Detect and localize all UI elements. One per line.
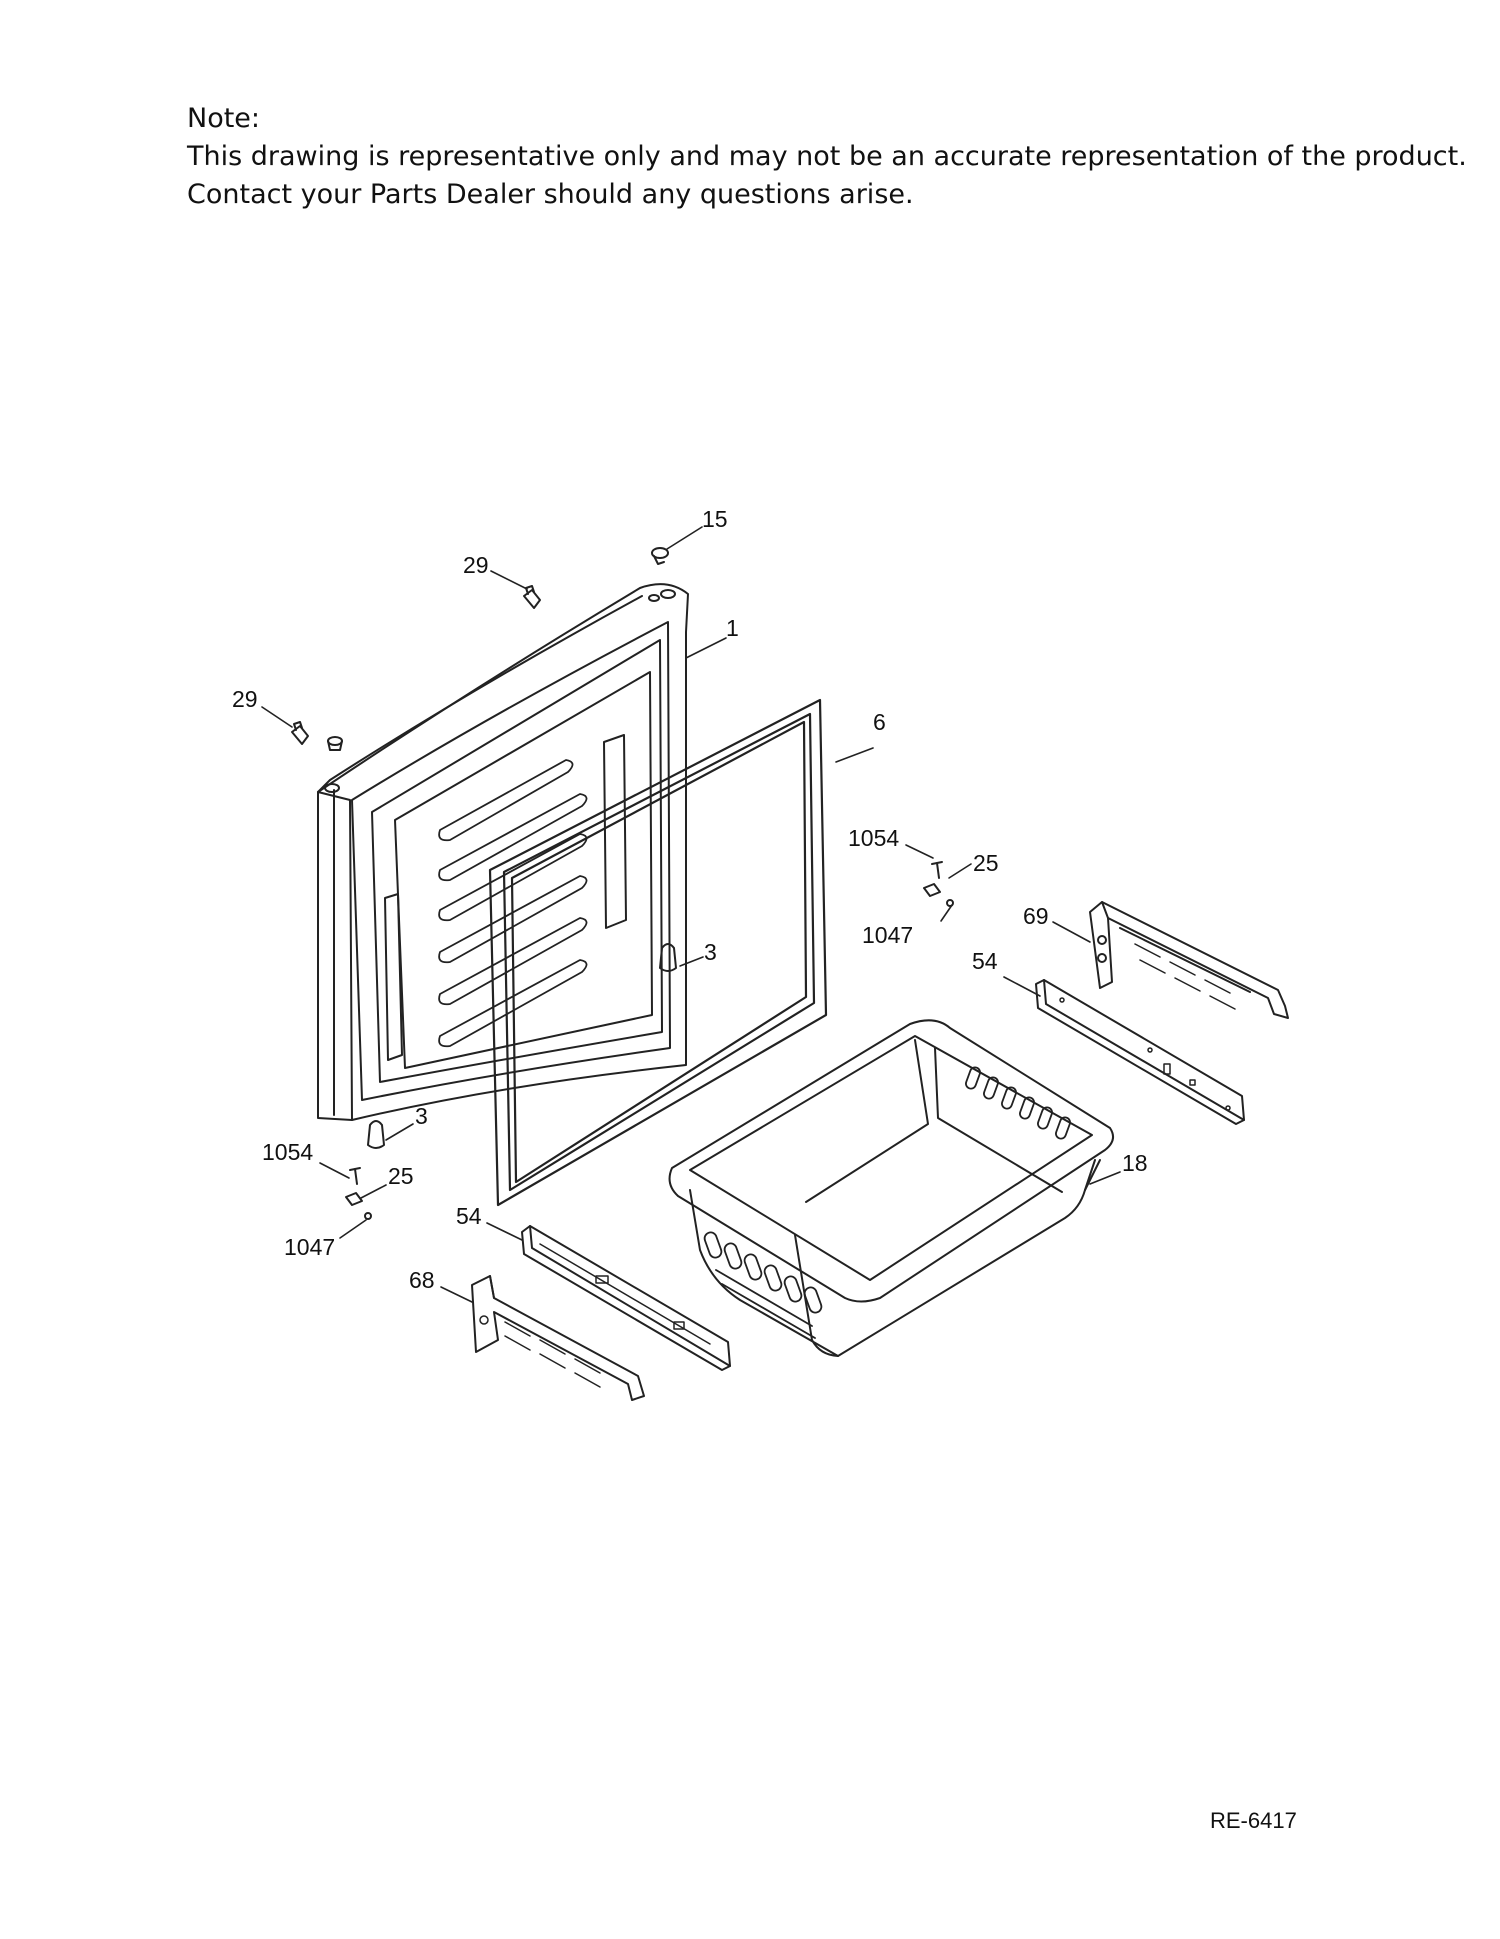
- callout-3-center: 3: [704, 939, 717, 965]
- door-bumper-left-part: [367, 1120, 385, 1149]
- left-bracket-part: [471, 1275, 645, 1401]
- hinge-pin-top-part: [523, 585, 541, 609]
- callout-18: 18: [1122, 1150, 1148, 1176]
- callout-68: 68: [409, 1267, 435, 1293]
- callout-1047-right: 1047: [862, 922, 913, 948]
- callout-69: 69: [1023, 903, 1049, 929]
- screw-right-part: [931, 861, 943, 879]
- note-line-1: This drawing is representative only and …: [187, 141, 1467, 172]
- callout-29-top: 29: [463, 552, 489, 578]
- left-slide-rail-part: [521, 1225, 731, 1371]
- callout-15: 15: [702, 506, 728, 532]
- right-bracket-part: [1089, 901, 1289, 1019]
- right-slide-rail-part: [1035, 979, 1245, 1125]
- callout-54-right: 54: [972, 948, 998, 974]
- clip-left-part: [345, 1192, 363, 1206]
- door-gasket-part: [488, 698, 828, 1207]
- door-bumper-center-part: [659, 943, 677, 972]
- hinge-pin-left-part: [291, 721, 309, 745]
- callout-25-right: 25: [973, 850, 999, 876]
- door-stop-top-part: [327, 736, 343, 751]
- reference-code: RE-6417: [1210, 1808, 1297, 1833]
- callout-3-left: 3: [415, 1103, 428, 1129]
- clip-right-part: [923, 883, 941, 897]
- callout-6: 6: [873, 709, 886, 735]
- callout-1: 1: [726, 615, 739, 641]
- note-line-2: Contact your Parts Dealer should any que…: [187, 179, 914, 210]
- fastener-right-part: [946, 899, 954, 907]
- callout-25-left: 25: [388, 1163, 414, 1189]
- callout-29-left: 29: [232, 686, 258, 712]
- callout-1054-left: 1054: [262, 1139, 313, 1165]
- freezer-basket-part: [668, 1019, 1115, 1357]
- callout-1047-left: 1047: [284, 1234, 335, 1260]
- fastener-left-part: [364, 1212, 372, 1220]
- screw-left-part: [349, 1167, 361, 1185]
- hinge-cap-part: [651, 547, 669, 565]
- freezer-door-part: [317, 583, 689, 1121]
- callout-54-left: 54: [456, 1203, 482, 1229]
- drawing-note: Note: This drawing is representative onl…: [187, 100, 1467, 214]
- callout-1054-right: 1054: [848, 825, 899, 851]
- note-heading: Note:: [187, 103, 261, 134]
- leader-lines: [261, 526, 1121, 1303]
